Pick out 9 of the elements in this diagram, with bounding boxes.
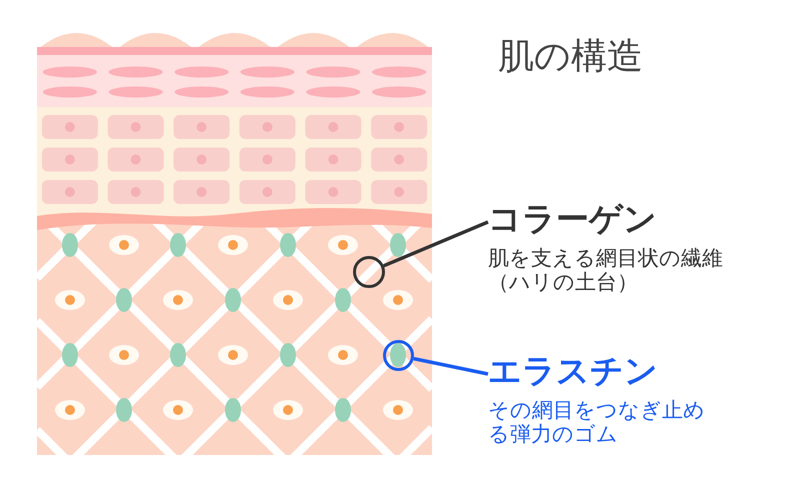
callout-description: 肌を支える網目状の繊維（ハリの土台）: [488, 246, 724, 294]
title: 肌の構造: [498, 35, 643, 79]
highlight-circle: [353, 256, 385, 288]
callout-description: その網目をつなぎ止める弾力のゴム: [488, 398, 706, 446]
callout-heading: エラスチン: [488, 352, 658, 390]
highlight-circle: [383, 340, 414, 371]
leader-line: [383, 220, 489, 268]
leader-line: [413, 356, 488, 376]
callout-heading: コラーゲン: [488, 200, 657, 238]
